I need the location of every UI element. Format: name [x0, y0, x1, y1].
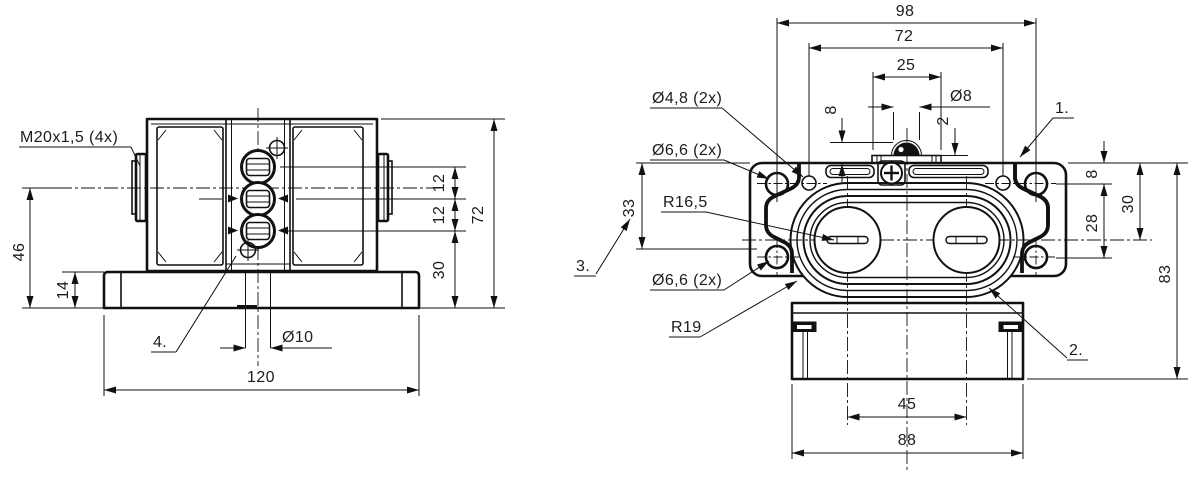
dim-30-right: 30 — [1120, 163, 1144, 240]
dim-72-value: 72 — [470, 206, 487, 225]
callout-2: 2. — [988, 287, 1088, 361]
gland-boss-right — [376, 152, 393, 223]
dim-8-dome-value: 8 — [823, 105, 840, 114]
dim-8-right-value: 8 — [1084, 169, 1101, 178]
dim-83: 83 — [1157, 163, 1181, 379]
pilot-hole — [266, 137, 288, 159]
dim-120-value: 120 — [247, 369, 275, 386]
label-d48-text: Ø4,8 (2x) — [652, 90, 722, 107]
label-d66-top-text: Ø6,6 (2x) — [652, 142, 722, 159]
dim-d10-value: Ø10 — [282, 329, 313, 346]
callout-3: 3. — [574, 218, 631, 277]
screw-slot — [945, 235, 988, 245]
terminal-contact — [240, 181, 276, 217]
vent-slot-right — [908, 164, 989, 179]
callout-2-text: 2. — [1069, 342, 1083, 359]
obround-inner-r165 — [802, 195, 1012, 285]
front-view: 46 14 12 12 30 72 Ø10 — [11, 108, 505, 396]
right-cylinder — [292, 126, 364, 266]
label-r165: R16,5 — [661, 194, 835, 241]
dome-icon — [893, 142, 920, 156]
dim-46: 46 — [11, 188, 34, 308]
label-m20: M20x1,5 (4x) — [19, 129, 141, 167]
dim-14-value: 14 — [55, 281, 72, 300]
cover-screw — [877, 160, 906, 186]
dim-33-value: 33 — [621, 199, 638, 218]
dim-28-value: 28 — [1084, 214, 1101, 233]
callout-3-text: 3. — [576, 258, 590, 275]
terminal-screw-right — [932, 206, 1001, 274]
dim-46-value: 46 — [11, 243, 28, 262]
dim-12-12-30: 12 12 30 — [431, 167, 459, 308]
label-d66-top: Ø6,6 (2x) — [650, 142, 770, 180]
dim-33: 33 — [621, 163, 646, 249]
dim-30-value: 30 — [431, 261, 448, 280]
ear-edge-right — [1013, 164, 1050, 273]
top-view: 98 72 25 Ø8 8 2 1. — [574, 3, 1188, 470]
dim-98-value: 98 — [896, 3, 915, 20]
dim-2-value: 2 — [935, 116, 952, 125]
dim-72-top-value: 72 — [895, 28, 914, 45]
dim-diameter-10: Ø10 — [220, 329, 332, 352]
dim-14: 14 — [55, 272, 79, 308]
dim-25-value: 25 — [897, 57, 916, 74]
callout-1: 1. — [1019, 100, 1074, 158]
dim-2: 2 — [935, 116, 959, 155]
cover-slots — [825, 164, 989, 179]
dim-25: 25 — [873, 57, 941, 81]
dim-30-right-value: 30 — [1120, 195, 1137, 214]
cable-dome — [871, 140, 942, 164]
dim-72: 72 — [470, 119, 498, 308]
left-cylinder — [156, 126, 224, 266]
pilot-hole — [237, 239, 259, 261]
label-d66-bottom: Ø6,6 (2x) — [650, 260, 770, 291]
label-r165-text: R16,5 — [663, 194, 708, 211]
vent-slot-left — [825, 164, 875, 179]
dim-72-top: 72 — [809, 28, 1003, 52]
terminal-channel — [225, 119, 291, 271]
hole-d48 — [801, 175, 817, 191]
dim-120: 120 — [104, 369, 419, 394]
callout-4-text: 4. — [153, 334, 167, 351]
terminal-contact — [240, 149, 276, 185]
callout-4: 4. — [151, 255, 237, 353]
terminal-contacts — [237, 137, 288, 261]
dim-8-dome: 8 — [823, 105, 846, 182]
label-r19-text: R19 — [671, 319, 702, 336]
label-r19: R19 — [669, 280, 798, 338]
m20-label-text: M20x1,5 (4x) — [20, 129, 118, 146]
lower-body — [790, 301, 1025, 381]
dim-diameter-8: Ø8 — [868, 88, 990, 111]
clamp-arrow-icon — [278, 194, 288, 203]
dim-98: 98 — [777, 3, 1036, 27]
dim-12a-value: 12 — [431, 174, 448, 193]
dim-12b-value: 12 — [431, 206, 448, 225]
dim-88-value: 88 — [898, 432, 917, 449]
dim-88: 88 — [792, 432, 1023, 457]
label-d48: Ø4,8 (2x) — [650, 90, 804, 178]
foot-right — [998, 321, 1023, 378]
clamp-arrow-icon — [228, 226, 238, 235]
dim-8-right: 8 28 — [1084, 141, 1108, 258]
dim-d8-value: Ø8 — [950, 88, 972, 105]
terminal-contact — [240, 213, 276, 249]
foot-left — [792, 321, 817, 378]
dim-45: 45 — [847, 396, 967, 421]
hole-d48 — [995, 175, 1011, 191]
callout-1-text: 1. — [1055, 100, 1069, 117]
base-flange-outline — [102, 270, 421, 310]
terminal-screw-left — [813, 206, 882, 274]
dim-45-value: 45 — [898, 396, 917, 413]
dim-83-value: 83 — [1157, 265, 1174, 284]
ear-edge-left — [764, 164, 801, 273]
clamp-arrow-icon — [228, 194, 238, 203]
label-d66-bottom-text: Ø6,6 (2x) — [652, 272, 722, 289]
